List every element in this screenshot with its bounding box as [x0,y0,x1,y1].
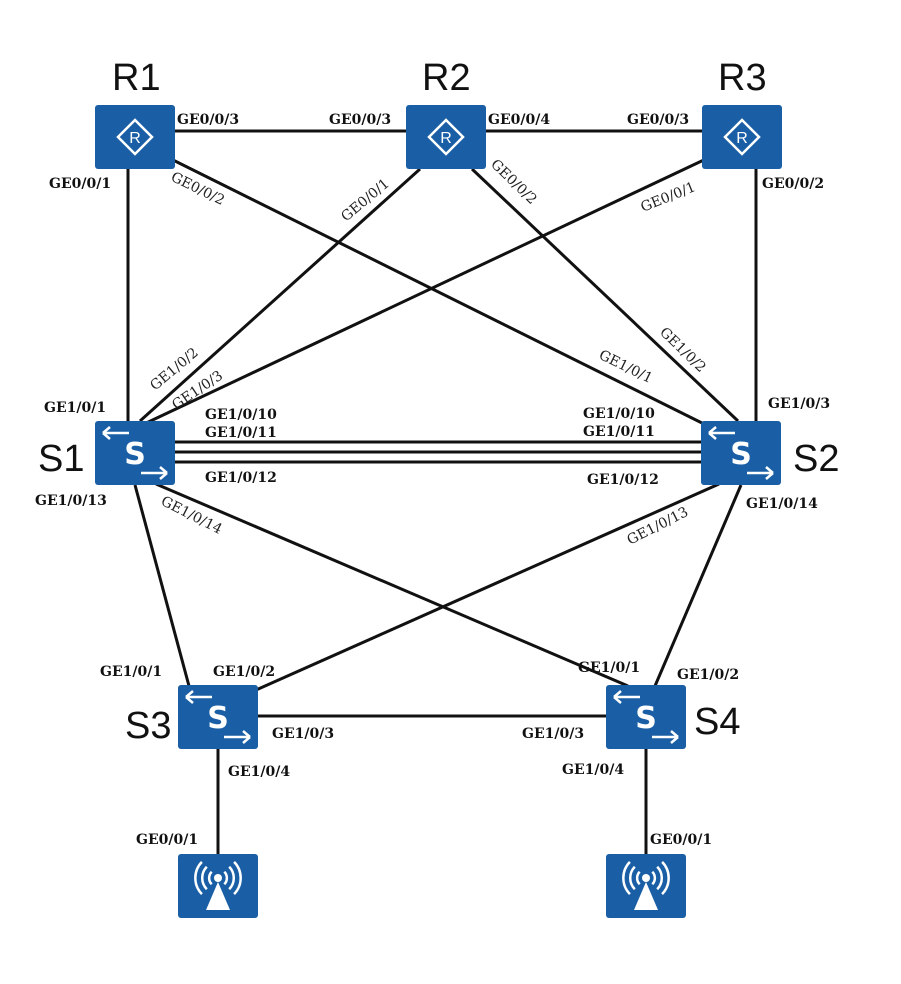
device-body [95,421,175,485]
port-label-s1-s2-b-b: GE1/0/11 [583,424,655,440]
switch-s-glyph: S [730,437,752,472]
signal-arc-right-glyph [233,861,242,895]
router-diamond-glyph [427,118,465,156]
signal-arc-left-glyph [635,870,641,886]
links-layer [126,129,758,855]
port-label-s1-s2-c-b: GE1/0/12 [587,472,659,488]
port-label-s2-s3-b: GE1/0/2 [213,664,275,680]
signal-arc-right-glyph [228,865,236,891]
signal-arc-left-glyph [622,861,631,895]
wireless-ap-icon-ap2[interactable] [606,854,686,918]
port-label-r2-r3-b: GE0/0/3 [627,112,689,128]
switch-icon-s3[interactable]: S [178,685,258,749]
router-r-glyph: R [736,130,748,147]
port-label-s3-s4-b: GE1/0/3 [522,726,584,742]
port-label-s4-ap2-b: GE0/0/1 [650,832,712,848]
port-label-s3-ap1-a: GE1/0/4 [228,764,290,780]
port-label-r1-r2-a: GE0/0/3 [177,112,239,128]
port-label-r1-s2-b: GE1/0/1 [596,347,655,387]
device-body [606,685,686,749]
switch-icon-s4[interactable]: S [606,685,686,749]
node-label-s4: S4 [694,701,740,743]
node-label-r2: R2 [422,57,471,99]
port-label-r1-s2-a: GE0/0/2 [168,169,227,209]
link-r2-s1 [138,167,422,423]
link-r1-s2 [172,158,707,427]
port-label-s1-s2-c-a: GE1/0/12 [205,470,277,486]
router-diamond-glyph [723,118,761,156]
devices-layer: R R R S S S S [95,105,782,918]
signal-arc-right-glyph [651,870,657,886]
signal-arc-right-glyph [656,865,664,891]
router-icon-r3[interactable]: R [702,105,782,169]
router-icon-r1[interactable]: R [95,105,175,169]
port-label-r1-s1-b: GE1/0/1 [44,400,106,416]
device-body [406,105,486,169]
signal-arc-right-glyph [661,861,670,895]
antenna-dot-glyph [642,874,650,882]
signal-arc-left-glyph [628,865,636,891]
port-label-s3-s4-a: GE1/0/3 [272,726,334,742]
router-r-glyph: R [440,130,452,147]
antenna-glyph [206,882,230,910]
node-label-r3: R3 [718,57,767,99]
link-s1-s4 [155,482,629,688]
switch-icon-s1[interactable]: S [95,421,175,485]
port-label-s1-s2-a-b: GE1/0/10 [583,406,655,422]
port-label-r2-r3-a: GE0/0/4 [488,112,550,128]
link-s2-s4 [653,484,743,687]
arrow-right-glyph [652,730,679,744]
device-body [178,685,258,749]
link-r3-s1 [141,156,709,427]
port-label-s2-s4-a: GE1/0/14 [746,496,818,512]
signal-arc-left-glyph [194,861,203,895]
wireless-ap-icon-ap1[interactable] [178,854,258,918]
port-label-s1-s3-b: GE1/0/1 [100,664,162,680]
antenna-dot-glyph [214,874,222,882]
port-label-s1-s4-b: GE1/0/1 [578,660,640,676]
router-diamond-glyph [116,118,154,156]
arrow-left-glyph [708,426,735,440]
switch-s-glyph: S [635,701,657,736]
arrow-right-glyph [141,466,168,480]
link-s1-s3 [133,484,191,687]
port-label-s4-ap2-a: GE1/0/4 [562,762,624,778]
arrow-left-glyph [613,690,640,704]
link-r2-s2 [470,167,740,423]
port-label-r3-s1-a: GE0/0/1 [639,179,698,215]
router-icon-r2[interactable]: R [406,105,486,169]
node-label-r1: R1 [112,57,161,99]
signal-arc-right-glyph [223,870,229,886]
switch-s-glyph: S [124,437,146,472]
signal-arc-left-glyph [200,865,208,891]
signal-arc-left-glyph [207,870,213,886]
device-body [95,105,175,169]
port-label-r1-r2-b: GE0/0/3 [329,112,391,128]
node-label-s2: S2 [793,438,839,480]
port-label-s1-s3-a: GE1/0/13 [35,493,107,509]
port-label-r1-s1-a: GE0/0/1 [49,176,111,192]
arrow-right-glyph [747,466,774,480]
port-label-r2-s2-a: GE0/0/2 [487,156,540,207]
port-label-s2-s4-b: GE1/0/2 [677,667,739,683]
port-label-s1-s2-a-a: GE1/0/10 [205,407,277,423]
switch-icon-s2[interactable]: S [701,421,781,485]
port-label-s3-ap1-b: GE0/0/1 [136,832,198,848]
port-label-s1-s2-b-a: GE1/0/11 [205,425,277,441]
antenna-glyph [634,882,658,910]
router-r-glyph: R [129,130,141,147]
device-body [702,105,782,169]
switch-s-glyph: S [207,701,229,736]
arrow-right-glyph [224,730,251,744]
node-label-s3: S3 [125,705,171,747]
port-label-r3-s2-b: GE1/0/3 [768,396,830,412]
link-s2-s3 [255,482,720,692]
arrow-left-glyph [102,426,129,440]
port-label-r3-s2-a: GE0/0/2 [762,176,824,192]
arrow-left-glyph [185,690,212,704]
device-body [701,421,781,485]
node-label-s1: S1 [38,438,84,480]
